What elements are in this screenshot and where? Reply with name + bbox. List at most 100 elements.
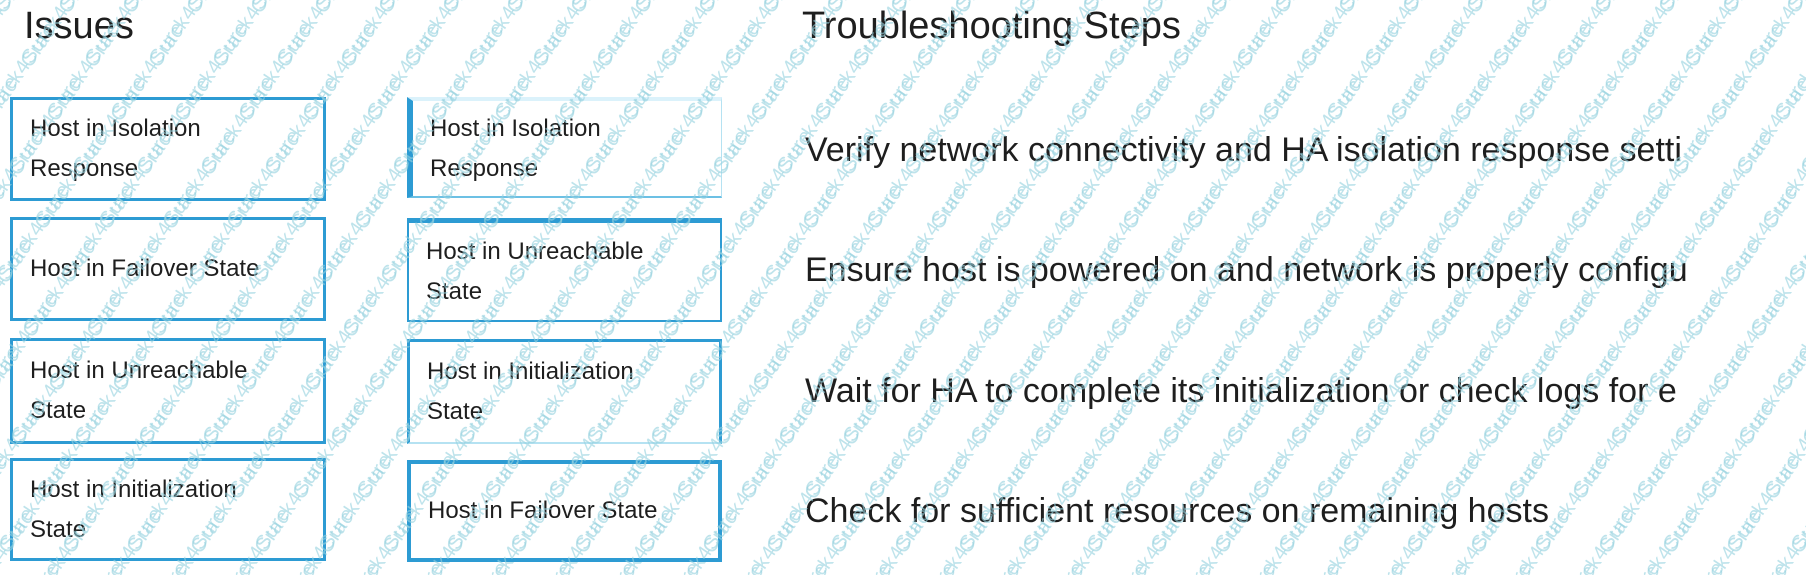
watermark-text: Crack4Sure <box>1680 0 1764 72</box>
watermark-text: Crack4Sure <box>1258 17 1342 126</box>
watermark-text: Crack4Sure <box>1694 125 1778 234</box>
watermark-text: Crack4Sure <box>1620 503 1767 575</box>
answer-slot-3-host-in-initialization-state[interactable]: Host in Initialization State <box>407 339 722 444</box>
watermark-text: Crack4Sure <box>720 0 804 72</box>
watermark-text: Crack4Sure <box>1616 0 1700 72</box>
watermark-text: Crack4Sure <box>1758 125 1806 234</box>
watermark-text: Crack4Sure <box>660 503 807 575</box>
watermark-text: Crack4Sure <box>1746 233 1806 342</box>
watermark-text: Crack4Sure <box>250 449 397 558</box>
watermark-text: Crack4Sure <box>750 557 834 575</box>
answer-slot-label-line: Host in Unreachable <box>426 237 644 265</box>
watermark-text: Crack4Sure <box>246 0 330 18</box>
watermark-text: Crack4Sure <box>1722 449 1806 558</box>
answer-slot-4-host-in-failover-state[interactable]: Host in Failover State <box>407 460 722 562</box>
watermark-text: Crack4Sure <box>144 0 228 72</box>
watermark-text: Crack4Sure <box>1684 503 1806 575</box>
watermark-text: Crack4Sure <box>336 0 420 72</box>
watermark-text: Crack4Sure <box>1398 0 1482 18</box>
watermark-text: Crack4Sure <box>208 0 292 72</box>
watermark-text: Crack4Sure <box>0 0 10 18</box>
watermark-text: Crack4Sure <box>464 0 548 72</box>
watermark-text: Crack4Sure <box>1632 395 1779 504</box>
troubleshooting-step-1: Verify network connectivity and HA isola… <box>805 131 1682 169</box>
watermark-text: Crack4Sure <box>814 557 898 575</box>
watermark-text: Crack4Sure <box>1644 287 1791 396</box>
watermark-text: Crack4Sure <box>1556 503 1703 575</box>
watermark-text: Crack4Sure <box>1168 0 1252 72</box>
watermark-text: Crack4Sure <box>1514 17 1598 126</box>
watermark-text: Crack4Sure <box>1296 0 1380 72</box>
answer-slot-label-line: State <box>427 398 484 425</box>
watermark-text: Crack4Sure <box>1784 179 1806 288</box>
watermark-text: Crack4Sure <box>1492 503 1639 575</box>
issue-card-label-line: Host in Failover State <box>30 255 260 282</box>
watermark-text: Crack4Sure <box>1262 557 1346 575</box>
watermark-text: Crack4Sure <box>438 0 522 18</box>
watermark-text: Crack4Sure <box>1770 17 1806 126</box>
watermark-text: Crack4Sure <box>1578 17 1662 126</box>
answer-slot-2-host-in-unreachable-state[interactable]: Host in Unreachable State <box>407 218 722 322</box>
watermark-text: Crack4Sure <box>400 0 484 72</box>
answer-slot-1-host-in-isolation-response[interactable]: Host in Isolation Response <box>407 97 722 198</box>
watermark-text: Crack4Sure <box>1710 557 1794 575</box>
watermark-text: Crack4Sure <box>262 341 409 450</box>
watermark-text: Crack4Sure <box>1646 557 1730 575</box>
watermark-text: Crack4Sure <box>1582 557 1666 575</box>
answer-slot-label-line: Response <box>430 154 539 182</box>
watermark-text: Crack4Sure <box>566 0 650 18</box>
watermark-text: Crack4Sure <box>1386 17 1470 126</box>
issue-card-label-line: State <box>30 397 87 424</box>
watermark-text: Crack4Sure <box>1424 0 1508 72</box>
watermark-text: Crack4Sure <box>1734 341 1806 450</box>
issue-card-host-in-initialization-state[interactable]: Host in Initialization State <box>10 458 326 561</box>
watermark-text: Crack4Sure <box>942 557 1026 575</box>
watermark-text: Crack4Sure <box>1782 0 1806 18</box>
watermark-text: Crack4Sure <box>0 557 2 575</box>
watermark-text: Crack4Sure <box>1360 0 1444 72</box>
watermark-text: Crack4Sure <box>502 0 586 18</box>
watermark-text: Crack4Sure <box>1670 341 1806 450</box>
issue-card-label-line: State <box>30 515 87 543</box>
watermark-text: Crack4Sure <box>182 0 266 18</box>
watermark-text: Crack4Sure <box>1462 0 1546 18</box>
issue-card-label-line: Host in Isolation <box>30 115 201 142</box>
watermark-text: Crack4Sure <box>1774 557 1806 575</box>
watermark-text: Crack4Sure <box>1454 557 1538 575</box>
issue-card-label-line: Host in Initialization <box>30 475 237 503</box>
answer-slot-label-line: Host in Isolation <box>430 114 601 142</box>
watermark-text: Crack4Sure <box>1322 17 1406 126</box>
watermark-text: Crack4Sure <box>1390 557 1474 575</box>
answer-slot-label-line: State <box>426 277 483 305</box>
watermark-text: Crack4Sure <box>1530 449 1677 558</box>
watermark-text: Crack4Sure <box>592 0 676 72</box>
issue-card-host-in-unreachable-state[interactable]: Host in Unreachable State <box>10 338 326 444</box>
troubleshooting-step-2: Ensure host is powered on and network is… <box>805 251 1688 289</box>
watermark-text: Crack4Sure <box>1070 557 1154 575</box>
issue-card-label-line: Host in Unreachable <box>30 357 248 384</box>
watermark-text: Crack4Sure <box>1718 0 1802 18</box>
watermark-text: Crack4Sure <box>310 0 394 18</box>
watermark-text: Crack4Sure <box>1006 557 1090 575</box>
watermark-text: Crack4Sure <box>1526 0 1610 18</box>
watermark-text: Crack4Sure <box>656 0 740 72</box>
watermark-text: Crack4Sure <box>878 557 962 575</box>
watermark-text: Crack4Sure <box>1744 0 1806 72</box>
watermark-text: Crack4Sure <box>1552 0 1636 72</box>
watermark-text: Crack4Sure <box>1198 557 1282 575</box>
watermark-text: Crack4Sure <box>1488 0 1572 72</box>
watermark-text: Crack4Sure <box>1732 71 1806 180</box>
watermark-text: Crack4Sure <box>1194 17 1278 126</box>
watermark-text: Crack4Sure <box>1706 17 1790 126</box>
issue-card-host-in-isolation-response[interactable]: Host in Isolation Response <box>10 97 326 201</box>
troubleshooting-steps-column-title: Troubleshooting Steps <box>802 5 1181 47</box>
watermark-text: Crack4Sure <box>722 233 806 342</box>
watermark-text: Crack4Sure <box>374 0 458 18</box>
issue-card-host-in-failover-state[interactable]: Host in Failover State <box>10 217 326 321</box>
watermark-text: Crack4Sure <box>1696 395 1806 504</box>
watermark-text: Crack4Sure <box>1590 0 1674 18</box>
watermark-text: Crack4Sure <box>1658 449 1805 558</box>
troubleshooting-step-4: Check for sufficient resources on remain… <box>805 492 1549 530</box>
troubleshooting-step-3: Wait for HA to complete its initializati… <box>805 372 1677 410</box>
